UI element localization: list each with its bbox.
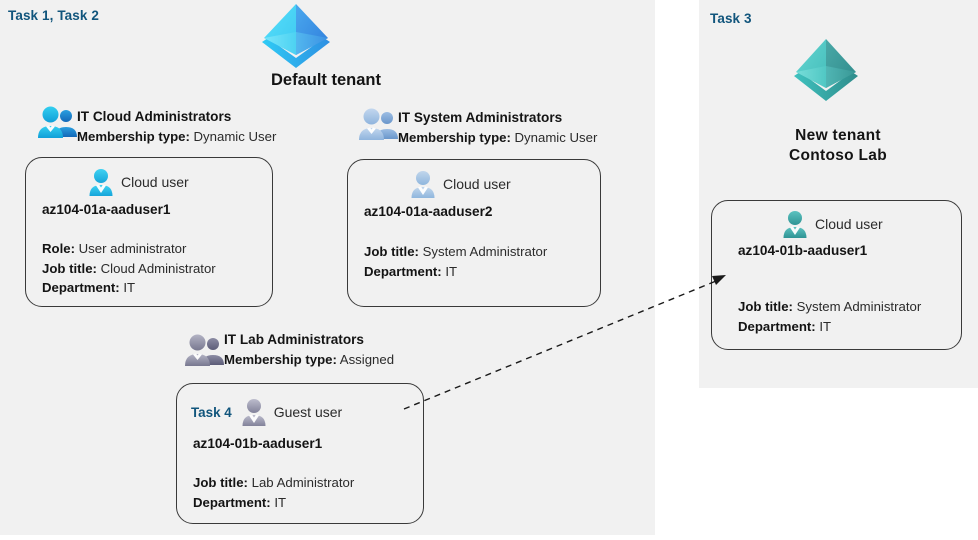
attr-row-department: Department: IT (738, 317, 921, 337)
attr-row-jobtitle: Job title: System Administrator (738, 297, 921, 317)
attr-label-jobtitle: Job title: (364, 244, 419, 259)
task-label-3: Task 3 (710, 11, 752, 26)
user-name-aaduser1-guest: az104-01b-aaduser1 (193, 436, 323, 451)
attr-label-role: Role: (42, 241, 75, 256)
attr-value-jobtitle: Cloud Administrator (100, 260, 216, 276)
default-tenant-title: Default tenant (270, 71, 381, 89)
attr-value-jobtitle: System Administrator (796, 299, 922, 314)
attr-label-department: Department: (364, 263, 442, 279)
new-tenant-title: New tenant Contoso Lab (706, 126, 970, 167)
card-header-aaduser1-guest: Task 4 Guest user (191, 398, 342, 426)
attr-label-jobtitle: Job title: (738, 299, 793, 314)
user-attrs-aaduser1-cloud: Role: User administrator Job title: Clou… (42, 239, 216, 298)
membership-type-value-system-admins: Dynamic User (514, 129, 598, 145)
group-name-lab-admins: IT Lab Administrators (224, 332, 364, 347)
group-membership-lab-admins: Membership type: Assigned (224, 350, 394, 370)
user-type-aaduser1-guest: Guest user (273, 404, 343, 420)
group-heading-system-admins: IT System Administrators Membership type… (398, 108, 597, 148)
attr-value-department: IT (274, 494, 287, 510)
user-attrs-aaduser1-newtenant: Job title: System Administrator Departme… (738, 297, 921, 336)
card-header-aaduser2-cloud: Cloud user (410, 170, 511, 198)
user-type-aaduser1-newtenant: Cloud user (815, 216, 883, 232)
user-type-aaduser2-cloud: Cloud user (443, 176, 511, 192)
group-users-icon-cloud-admins (37, 105, 77, 139)
attr-value-role: User administrator (78, 241, 187, 256)
user-name-aaduser1-newtenant: az104-01b-aaduser1 (738, 243, 868, 258)
user-card-aaduser1-cloud[interactable]: Cloud user az104-01a-aaduser1 Role: User… (25, 157, 273, 307)
new-tenant-title-line2: Contoso Lab (788, 147, 887, 165)
group-users-icon-lab-admins (184, 333, 224, 367)
group-membership-cloud-admins: Membership type: Dynamic User (77, 127, 276, 147)
attr-label-jobtitle: Job title: (42, 260, 97, 276)
cloud-user-icon-aaduser2 (410, 170, 436, 198)
attr-row-department: Department: IT (193, 493, 354, 513)
attr-label-department: Department: (193, 494, 271, 510)
membership-type-label-lab-admins: Membership type: (224, 351, 337, 367)
group-membership-system-admins: Membership type: Dynamic User (398, 128, 597, 148)
user-attrs-aaduser2-cloud: Job title: System Administrator Departme… (364, 242, 547, 281)
cloud-user-icon-aaduser1 (88, 168, 114, 196)
attr-value-jobtitle: Lab Administrator (251, 475, 355, 490)
user-card-aaduser1-newtenant[interactable]: Cloud user az104-01b-aaduser1 Job title:… (711, 200, 962, 350)
attr-value-department: IT (123, 280, 136, 296)
attr-label-jobtitle: Job title: (193, 475, 248, 490)
group-heading-cloud-admins: IT Cloud Administrators Membership type:… (77, 107, 276, 147)
attr-value-department: IT (445, 263, 458, 279)
card-header-aaduser1-newtenant: Cloud user (782, 210, 883, 238)
group-name-system-admins: IT System Administrators (398, 110, 563, 125)
attr-label-department: Department: (42, 280, 120, 296)
user-type-aaduser1-cloud: Cloud user (121, 174, 189, 190)
guest-user-icon-aaduser1 (241, 398, 267, 426)
user-name-aaduser2-cloud: az104-01a-aaduser2 (364, 204, 493, 219)
attr-row-department: Department: IT (42, 278, 216, 298)
attr-row-department: Department: IT (364, 262, 547, 282)
attr-row-role: Role: User administrator (42, 239, 216, 259)
attr-row-jobtitle: Job title: Cloud Administrator (42, 259, 216, 279)
task-label-1-2: Task 1, Task 2 (8, 8, 99, 23)
membership-type-label-system-admins: Membership type: (398, 129, 511, 145)
user-card-aaduser2-cloud[interactable]: Cloud user az104-01a-aaduser2 Job title:… (347, 159, 601, 307)
attr-row-jobtitle: Job title: Lab Administrator (193, 473, 354, 493)
group-heading-lab-admins: IT Lab Administrators Membership type: A… (224, 330, 394, 370)
membership-type-value-lab-admins: Assigned (339, 351, 395, 367)
attr-value-jobtitle: System Administrator (422, 244, 548, 259)
attr-label-department: Department: (738, 318, 816, 334)
membership-type-label-cloud-admins: Membership type: (77, 128, 190, 144)
azure-ad-tenant-icon-default (258, 2, 334, 68)
new-tenant-title-line1: New tenant (795, 127, 881, 144)
task-label-4: Task 4 (191, 404, 232, 420)
attr-value-department: IT (819, 318, 832, 334)
user-name-aaduser1-cloud: az104-01a-aaduser1 (42, 202, 171, 217)
membership-type-value-cloud-admins: Dynamic User (193, 128, 277, 144)
user-attrs-aaduser1-guest: Job title: Lab Administrator Department:… (193, 473, 354, 512)
group-name-cloud-admins: IT Cloud Administrators (77, 109, 232, 124)
group-users-icon-system-admins (358, 107, 398, 141)
cloud-user-icon-aaduser1-newtenant (782, 210, 808, 238)
azure-ad-tenant-icon-new (790, 37, 862, 101)
attr-row-jobtitle: Job title: System Administrator (364, 242, 547, 262)
card-header-aaduser1-cloud: Cloud user (88, 168, 189, 196)
user-card-aaduser1-guest[interactable]: Task 4 Guest user az104-01b-aaduser1 Job… (176, 383, 424, 524)
